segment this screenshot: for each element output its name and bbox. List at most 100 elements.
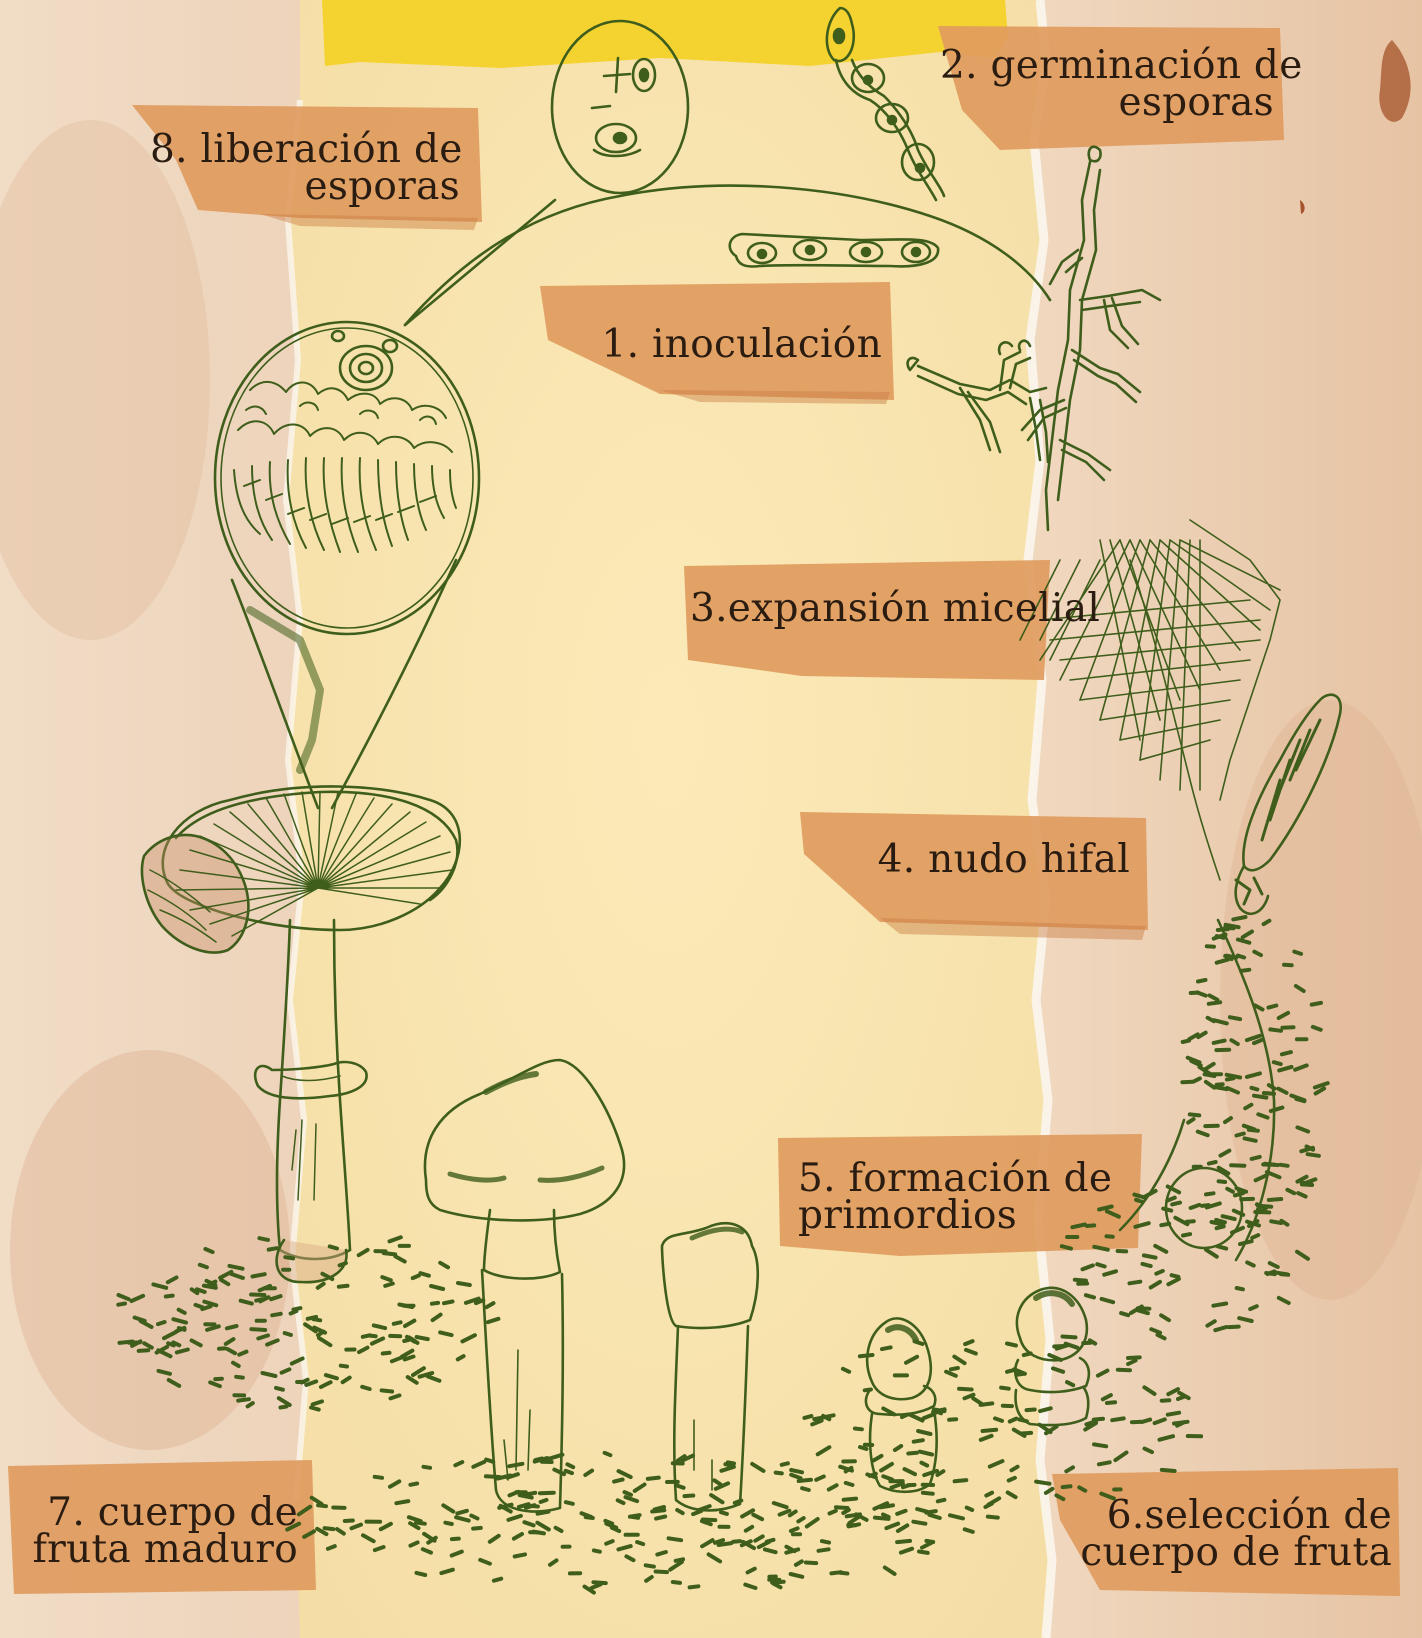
ground-dash xyxy=(847,1514,860,1516)
ground-dash xyxy=(330,1246,337,1248)
ground-dash xyxy=(1218,1246,1227,1248)
ground-dash xyxy=(1282,1052,1291,1054)
ground-dash xyxy=(538,1512,549,1514)
ground-dash xyxy=(618,1500,624,1503)
ground-dash xyxy=(394,1322,401,1324)
ground-dash xyxy=(721,1512,727,1514)
ground-dash xyxy=(1130,1282,1141,1284)
ground-dash xyxy=(567,1464,573,1467)
ground-dash xyxy=(1252,1088,1258,1090)
ground-dash xyxy=(248,1403,253,1406)
ground-dash xyxy=(302,1380,308,1383)
ground-dash xyxy=(540,1493,554,1494)
ground-dash xyxy=(914,1440,923,1442)
stage-5-line-2: primordios xyxy=(798,1197,1138,1234)
ground-dash xyxy=(1217,1226,1224,1228)
ground-dash xyxy=(200,1265,207,1268)
ground-dash xyxy=(1099,1462,1110,1464)
ground-dash xyxy=(205,1249,212,1252)
ground-dash xyxy=(915,1341,923,1344)
ground-dash xyxy=(1209,1002,1221,1004)
ground-dash xyxy=(1128,1357,1140,1358)
ground-dash xyxy=(445,1523,451,1524)
ground-dash xyxy=(1269,1006,1277,1008)
ground-dash xyxy=(566,1502,573,1504)
ground-dash xyxy=(923,1493,933,1494)
ground-dash xyxy=(902,1414,908,1417)
ground-dash xyxy=(416,1523,425,1524)
stage-7-line-1: 7. cuerpo de xyxy=(30,1494,298,1531)
ground-dash xyxy=(1205,1074,1215,1076)
ground-dash xyxy=(314,1319,321,1320)
ground-dash xyxy=(637,1542,643,1544)
ground-dash xyxy=(846,1483,853,1485)
ground-dash xyxy=(1107,1236,1113,1237)
ground-dash xyxy=(168,1343,174,1345)
ground-dash xyxy=(1121,1313,1128,1315)
ground-dash xyxy=(870,1474,876,1476)
ground-dash xyxy=(1237,1134,1244,1136)
ground-dash xyxy=(1143,1264,1151,1266)
ground-dash xyxy=(860,1355,873,1356)
ground-dash xyxy=(920,1452,932,1455)
ground-dash xyxy=(1252,1235,1258,1238)
ground-dash xyxy=(1209,1162,1216,1164)
ground-dash xyxy=(541,1500,547,1502)
ground-dash xyxy=(959,1389,972,1390)
ground-dash xyxy=(593,1582,605,1583)
ground-dash xyxy=(719,1543,732,1545)
ground-dash xyxy=(1094,1247,1108,1250)
ground-dash xyxy=(202,1306,210,1309)
ground-dash xyxy=(981,1403,993,1405)
ground-dash xyxy=(822,1541,829,1543)
ground-dash xyxy=(177,1350,188,1353)
ground-dash xyxy=(1172,1275,1179,1277)
ground-dash xyxy=(251,1295,264,1296)
stage-7-label: 7. cuerpo de fruta maduro xyxy=(30,1494,298,1568)
ground-dash xyxy=(227,1326,237,1328)
ground-dash xyxy=(1294,952,1301,954)
ground-dash xyxy=(1213,1304,1226,1306)
ground-dash xyxy=(1270,1029,1281,1030)
stage-6-line-1: 6.selección de xyxy=(1060,1497,1392,1534)
ground-dash xyxy=(1075,1280,1086,1281)
stage-8-line-1: 8. liberación de xyxy=(150,131,460,168)
ground-dash xyxy=(1172,1203,1180,1205)
ground-dash xyxy=(1264,1093,1274,1094)
ground-dash xyxy=(457,1511,467,1514)
ground-dash xyxy=(1237,1288,1243,1289)
ground-dash xyxy=(1218,929,1228,930)
ground-dash xyxy=(883,1514,889,1517)
ground-dash xyxy=(844,1499,857,1500)
ground-dash xyxy=(1086,1295,1094,1297)
ground-dash xyxy=(652,1510,664,1511)
ground-dash xyxy=(594,1550,600,1551)
ground-dash xyxy=(369,1336,376,1337)
stage-6-label: 6.selección de cuerpo de fruta xyxy=(1060,1497,1392,1571)
ground-dash xyxy=(515,1554,525,1556)
ground-dash xyxy=(1217,936,1224,938)
ground-dash xyxy=(253,1274,265,1276)
ground-dash xyxy=(791,1574,803,1577)
ground-dash xyxy=(841,1573,848,1574)
ground-dash xyxy=(814,1417,827,1419)
ground-dash xyxy=(949,1419,956,1420)
ground-dash xyxy=(1219,1181,1226,1182)
ground-dash xyxy=(765,1549,776,1552)
stage-6-line-2: cuerpo de fruta xyxy=(1060,1534,1392,1571)
ground-dash xyxy=(1241,970,1249,971)
ground-dash xyxy=(865,1390,871,1391)
ground-dash xyxy=(1281,1165,1288,1166)
ground-dash xyxy=(417,1573,426,1575)
ground-dash xyxy=(1227,1189,1233,1192)
ground-dash xyxy=(281,1407,287,1408)
ground-dash xyxy=(118,1304,125,1305)
ground-dash xyxy=(1296,1099,1304,1101)
stage-3-label: 3.expansión micelial xyxy=(690,590,1050,627)
ground-dash xyxy=(1036,1482,1049,1484)
ground-dash xyxy=(733,1541,740,1542)
ground-dash xyxy=(881,1505,893,1507)
ground-dash xyxy=(1226,925,1239,927)
ground-dash xyxy=(1252,1157,1260,1159)
